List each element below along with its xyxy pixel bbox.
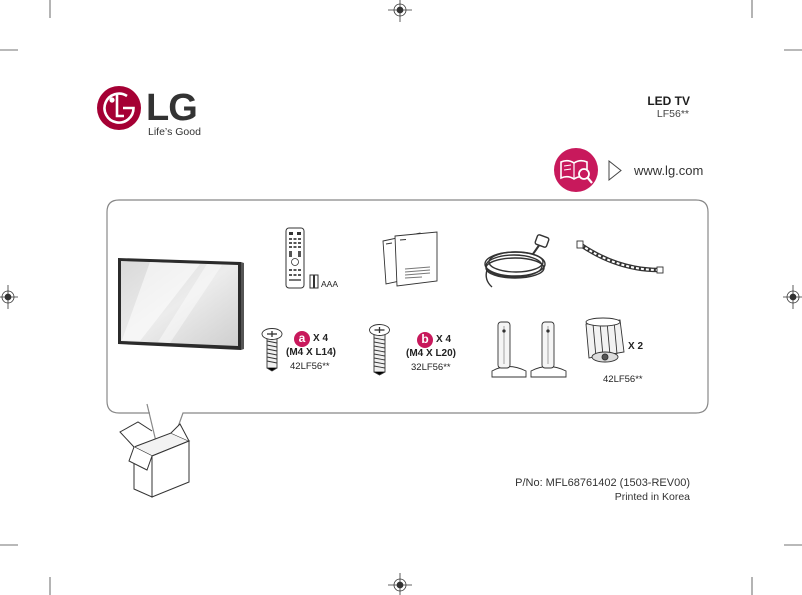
- stand-icon: [491, 321, 527, 378]
- brand-wordmark: LG: [146, 87, 198, 129]
- screw-b-icon: [369, 324, 390, 376]
- website-url: www.lg.com: [634, 163, 704, 178]
- screw-a-spec: (M4 X L14): [286, 347, 337, 358]
- stand-icon: [530, 321, 567, 378]
- tv-icon: [118, 258, 244, 350]
- battery-icon: [309, 274, 319, 289]
- manual-search-icon: [554, 148, 598, 192]
- screw-b-badge: b: [417, 332, 433, 348]
- stand-base-quantity: X 2: [628, 341, 644, 352]
- triangle-arrow-icon: [608, 159, 622, 182]
- box-icon: [119, 421, 191, 498]
- printed-in: Printed in Korea: [614, 491, 690, 503]
- screw-b-quantity: X 4: [436, 334, 452, 345]
- screw-b-model: 32LF56**: [411, 362, 451, 373]
- screw-a-model: 42LF56**: [290, 361, 330, 372]
- registration-mark: [0, 285, 18, 309]
- screw-a-badge: a: [294, 331, 310, 347]
- stand-base-icon: [585, 317, 625, 363]
- manual-icon: [382, 231, 438, 287]
- product-type: LED TV: [647, 94, 690, 108]
- product-model: LF56**: [656, 108, 689, 120]
- part-number: P/No: MFL68761402 (1503-REV00): [515, 477, 690, 489]
- registration-mark: [388, 573, 412, 595]
- screw-b-spec: (M4 X L20): [406, 348, 457, 359]
- battery-label: AAA: [321, 279, 339, 289]
- cable-strip-icon: [576, 240, 664, 274]
- lg-logo-icon: [97, 86, 141, 130]
- screw-a-quantity: X 4: [313, 333, 329, 344]
- stand-base-model: 42LF56**: [603, 374, 643, 385]
- screw-a-icon: [261, 328, 283, 372]
- registration-mark: [388, 0, 412, 22]
- power-cord-icon: [484, 234, 550, 288]
- registration-mark: [783, 285, 802, 309]
- brand-slogan: Life’s Good: [148, 126, 201, 138]
- remote-control-icon: [285, 227, 305, 289]
